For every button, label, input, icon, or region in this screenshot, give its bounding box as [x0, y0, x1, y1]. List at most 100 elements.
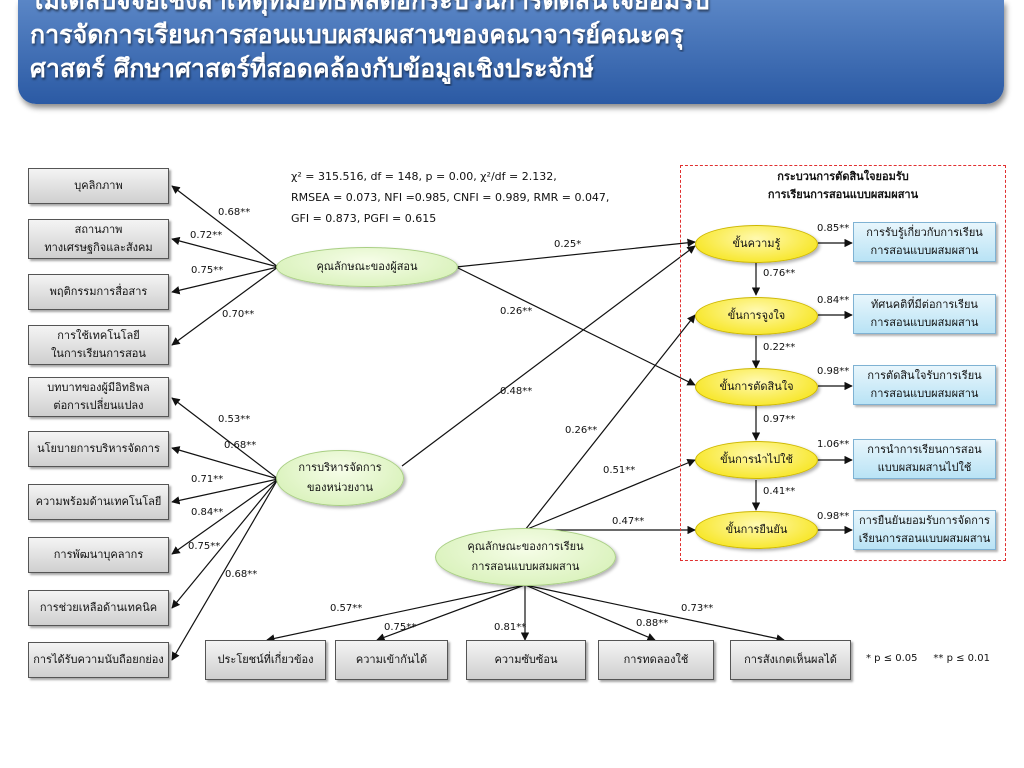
stage-label: ขั้นการยืนยัน: [725, 523, 788, 536]
arrow-management-tech-readiness: [171, 478, 279, 505]
arrow-management-recognition: [171, 478, 279, 661]
arrow-management-staff-dev: [171, 478, 279, 555]
coef-stage-5-outcome: 0.98**: [817, 511, 850, 522]
arrow-blended-motivation: [524, 314, 696, 531]
indicator-label: ความเข้ากันได้: [355, 653, 428, 666]
indicator-compatibility: ความเข้ากันได้: [335, 640, 448, 680]
stage-persuasion: ขั้นการจูงใจ: [695, 297, 818, 335]
title-banner: [18, 0, 1004, 104]
coef-observability: 0.73**: [681, 603, 714, 614]
stage-decision: ขั้นการตัดสินใจ: [695, 368, 818, 406]
coef-blended-motivation: 0.26**: [565, 425, 598, 436]
outcome-label: การสอนแบบผสมผสาน: [870, 387, 979, 400]
arrow-teacher-personality: [171, 185, 279, 268]
coef-status: 0.72**: [190, 230, 223, 241]
coef-teacher-knowledge: 0.25*: [554, 239, 582, 250]
indicator-label: ต่อการเปลี่ยนแปลง: [53, 399, 144, 412]
arrow-blended-trialability: [524, 584, 656, 641]
coef-technology-use: 0.70**: [222, 309, 255, 320]
arrow-teacher-communication: [171, 266, 279, 295]
coef-tech-readiness: 0.71**: [191, 474, 224, 485]
outcome-label: การยืนยันยอมรับการจัดการ: [859, 514, 990, 527]
arrow-teacher-decision: [455, 266, 696, 386]
arrow-management-policy: [171, 446, 279, 480]
coef-stage-2-outcome: 0.84**: [817, 295, 850, 306]
stats-line-1: χ² = 315.516, df = 148, p = 0.00, χ²/df …: [291, 170, 557, 183]
latent-blended-learning-characteristics: คุณลักษณะของการเรียน การสอนแบบผสมผสาน: [435, 528, 616, 586]
outcome-label: การนำการเรียนการสอน: [867, 443, 982, 456]
outcome-perception: การรับรู้เกี่ยวกับการเรียน การสอนแบบผสมผ…: [853, 222, 996, 262]
indicator-label: บทบาทของผู้มีอิทธิพล: [47, 381, 150, 394]
indicator-observability: การสังเกตเห็นผลได้: [730, 640, 851, 680]
indicator-complexity: ความซับซ้อน: [466, 640, 586, 680]
outcome-label: การสอนแบบผสมผสาน: [870, 316, 979, 329]
coef-stage-3-4: 0.97**: [763, 414, 796, 425]
arrow-management-influencer: [171, 397, 279, 480]
coef-recognition: 0.68**: [225, 569, 258, 580]
coef-policy: 0.68**: [224, 440, 257, 451]
coef-trialability: 0.88**: [636, 618, 669, 629]
indicator-personality: บุคลิกภาพ: [28, 168, 169, 204]
latent-label: คุณลักษณะของผู้สอน: [316, 260, 418, 273]
outcome-label: การรับรู้เกี่ยวกับการเรียน: [866, 226, 983, 239]
coef-benefit: 0.57**: [330, 603, 363, 614]
coef-communication: 0.75**: [191, 265, 224, 276]
coef-stage-4-5: 0.41**: [763, 486, 796, 497]
arrow-teacher-technology: [171, 266, 279, 346]
coef-compatibility: 0.75**: [384, 622, 417, 633]
outcome-attitude: ทัศนคติที่มีต่อการเรียน การสอนแบบผสมผสาน: [853, 294, 996, 334]
arrow-blended-observability: [524, 584, 785, 643]
indicator-label: นโยบายการบริหารจัดการ: [37, 442, 160, 455]
process-title-line-2: การเรียนการสอนแบบผสมผสาน: [767, 188, 919, 201]
indicator-technology-readiness: ความพร้อมด้านเทคโนโลยี: [28, 484, 169, 520]
latent-label: การสอนแบบผสมผสาน: [471, 560, 580, 573]
arrow-blended-implementation: [524, 458, 696, 531]
title-line-1: โมเดลปัจจัยเชิงสาเหตุที่มีอิทธิพลต่อกระบ…: [30, 0, 710, 15]
coef-complexity: 0.81**: [494, 622, 527, 633]
coef-stage-3-outcome: 0.98**: [817, 366, 850, 377]
indicator-recognition: การได้รับความนับถือยกย่อง: [28, 642, 169, 678]
indicator-staff-development: การพัฒนาบุคลากร: [28, 537, 169, 573]
coef-stage-2-3: 0.22**: [763, 342, 796, 353]
indicator-management-policy: นโยบายการบริหารจัดการ: [28, 431, 169, 467]
indicator-technology-use: การใช้เทคโนโลยี ในการเรียนการสอน: [28, 325, 169, 365]
latent-label: การบริหารจัดการ: [298, 461, 382, 474]
outcome-label: แบบผสมผสานไปใช้: [877, 461, 972, 474]
outcome-implementation: การนำการเรียนการสอน แบบผสมผสานไปใช้: [853, 439, 996, 479]
latent-label: ของหน่วยงาน: [307, 481, 373, 494]
process-title-line-1: กระบวนการตัดสินใจยอมรับ: [777, 170, 909, 183]
stats-line-2: RMSEA = 0.073, NFI =0.985, CNFI = 0.989,…: [291, 191, 610, 204]
model-fit-stats: χ² = 315.516, df = 148, p = 0.00, χ²/df …: [291, 166, 609, 229]
indicator-label: การใช้เทคโนโลยี: [57, 329, 140, 342]
coef-stage-1-2: 0.76**: [763, 268, 796, 279]
indicator-label: บุคลิกภาพ: [74, 179, 123, 192]
indicator-label: การได้รับความนับถือยกย่อง: [33, 653, 164, 666]
title-line-2: การจัดการเรียนการสอนแบบผสมผสานของคณาจารย…: [30, 20, 684, 49]
indicator-label: ในการเรียนการสอน: [51, 347, 146, 360]
arrow-teacher-knowledge: [455, 238, 696, 268]
coef-blended-confirmation: 0.47**: [612, 516, 645, 527]
outcome-label: ทัศนคติที่มีต่อการเรียน: [871, 298, 978, 311]
arrow-blended-compatibility: [376, 584, 526, 642]
stage-confirmation: ขั้นการยืนยัน: [695, 511, 818, 549]
coef-influencer: 0.53**: [218, 414, 251, 425]
indicator-label: ความพร้อมด้านเทคโนโลยี: [35, 495, 162, 508]
indicator-label: การสังเกตเห็นผลได้: [744, 653, 837, 666]
arrow-teacher-status: [171, 236, 279, 268]
decision-process-frame: [680, 165, 1006, 561]
arrow-management-knowledge: [401, 245, 696, 467]
indicator-influencer-role: บทบาทของผู้มีอิทธิพล ต่อการเปลี่ยนแปลง: [28, 377, 169, 417]
indicator-label: ความซับซ้อน: [494, 653, 558, 666]
coef-staff-dev: 0.84**: [191, 507, 224, 518]
stage-implementation: ขั้นการนำไปใช้: [695, 441, 818, 479]
decision-process-title: กระบวนการตัดสินใจยอมรับ การเรียนการสอนแบ…: [680, 168, 1006, 204]
coef-tech-support: 0.75**: [188, 541, 221, 552]
outcome-label: การตัดสินใจรับการเรียน: [867, 369, 982, 382]
stage-knowledge: ขั้นความรู้: [695, 225, 818, 263]
indicator-socioeconomic-status: สถานภาพ ทางเศรษฐกิจและสังคม: [28, 219, 169, 259]
latent-label: คุณลักษณะของการเรียน: [467, 540, 584, 553]
page-title: โมเดลปัจจัยเชิงสาเหตุที่มีอิทธิพลต่อกระบ…: [30, 0, 990, 104]
latent-organization-management: การบริหารจัดการ ของหน่วยงาน: [276, 450, 404, 506]
stage-label: ขั้นการจูงใจ: [727, 309, 786, 322]
